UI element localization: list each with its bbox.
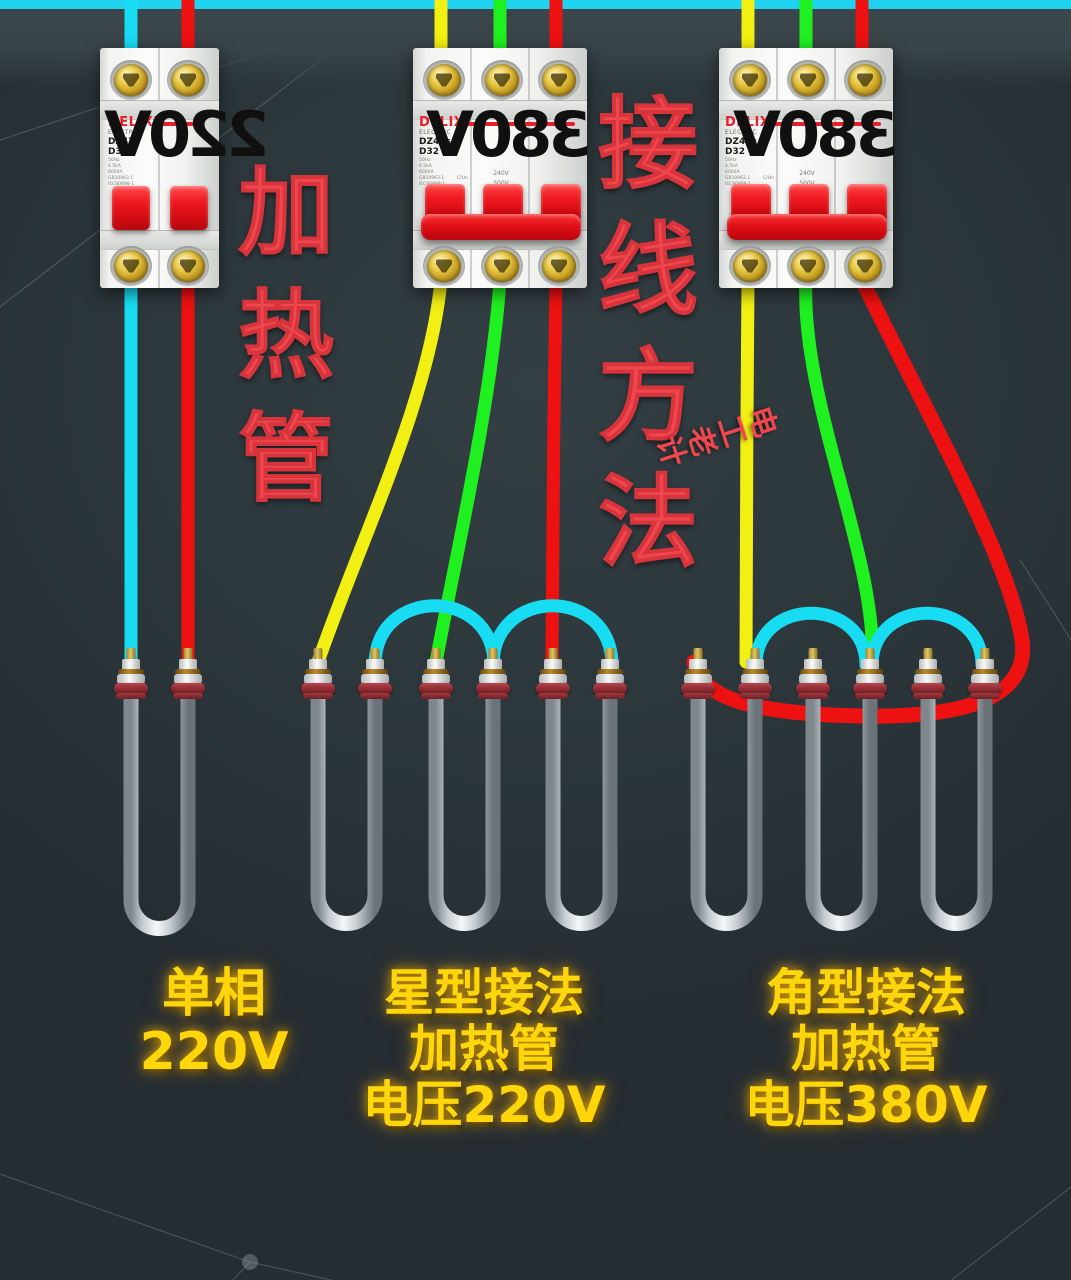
heating-element-3b (805, 690, 878, 931)
jumper-star-t4-t5 (486, 599, 619, 672)
breaker-rating: D32 (108, 147, 128, 158)
breaker-brand-sub: ELECTRIC (725, 129, 758, 136)
breaker-spec-2: 4.5kA (419, 163, 432, 169)
terminal-screw-top-2[interactable] (171, 64, 205, 96)
breaker-spec-3: 6000A (108, 169, 123, 175)
terminal-screw-bottom-3[interactable] (542, 250, 576, 282)
title-char-2: 线 (598, 212, 699, 330)
breaker-brand-sub: ELECTRIC (108, 129, 141, 136)
terminal-screw-bottom-2[interactable] (485, 250, 519, 282)
breaker-brand: DELIXI (725, 115, 776, 130)
breaker-spec-1: 50Hz (108, 157, 120, 163)
breaker-spec-5: IEC60898-1 (108, 182, 135, 188)
terminal-screw-bottom-2[interactable] (171, 250, 205, 282)
top-cyan-rail (0, 0, 1071, 9)
heating-element-3c (920, 690, 993, 931)
terminal-screw-bottom-1[interactable] (114, 250, 148, 282)
heating-element-2b (428, 690, 501, 931)
jumper-star-t2-t3 (368, 599, 501, 672)
terminal-screw-bottom-2[interactable] (791, 250, 825, 282)
caption-line: 加热管 (409, 1020, 559, 1078)
breaker-rating: D32 (725, 147, 745, 158)
breaker-mid-print-b: 500V (479, 180, 523, 188)
breaker-spec-2: 4.5kA (108, 163, 121, 169)
caption-star-connection: 星型接法 加热管 电压220V (336, 965, 632, 1133)
caption-line: 220V (139, 1022, 289, 1083)
breaker-mid-print-a: 240V (799, 170, 815, 177)
wire-l2-star-to-t3 (429, 273, 507, 669)
terminal-screw-top-2[interactable] (791, 64, 825, 96)
terminal-screw-top-1[interactable] (733, 64, 767, 96)
terminal-screw-top-2[interactable] (485, 64, 519, 96)
breaker-model: DZ47s (725, 137, 757, 148)
subject-char-1: 加 (238, 157, 335, 270)
breaker-spec-right: C/Un (763, 176, 774, 181)
breaker-spec-1: 50Hz (419, 157, 431, 163)
breaker-mid-print-b: 500V (785, 180, 829, 188)
breaker-mid-print-a: 240V (493, 170, 509, 177)
breaker-lever-pole2[interactable] (170, 186, 208, 230)
breaker-brand: DELIXI (108, 115, 159, 130)
title-vertical-heading: 接 线 方 法 (598, 82, 699, 586)
breaker-rating: D32 (419, 147, 439, 158)
heating-element-2a (310, 690, 383, 931)
title-char-4: 法 (598, 464, 699, 582)
breaker-lever-pole1[interactable] (112, 186, 150, 230)
caption-line: 星型接法 (384, 964, 584, 1022)
caption-single-phase: 单相 220V (96, 964, 332, 1083)
jumper-delta-t2-t3 (749, 606, 873, 672)
breaker-model: DZ47s (108, 137, 140, 148)
breaker-spec-4: GB10963.1 (725, 175, 751, 181)
breaker-spec-3: 6000A (725, 169, 740, 175)
subject-char-2: 热 (238, 279, 335, 392)
caption-line: 单相 (161, 964, 266, 1024)
breaker-spec-1: 50Hz (725, 157, 737, 163)
terminal-screw-bottom-1[interactable] (427, 250, 461, 282)
breaker-3p-380v-delta[interactable]: DELIXI ELECTRIC DZ47s D32 50Hz 4.5kA 600… (719, 48, 893, 288)
heating-element-1 (123, 690, 196, 936)
caption-line: 角型接法 (766, 964, 966, 1022)
jumper-delta-t4-t5 (865, 606, 989, 672)
breaker-brand: DELIXI (419, 115, 470, 130)
breaker-spec-3: 6000A (419, 169, 434, 175)
wire-l2-delta-to-t4 (799, 273, 879, 669)
breaker-model: DZ47s (419, 137, 451, 148)
breaker-tie-bar[interactable] (727, 214, 887, 240)
breaker-3p-380v-star[interactable]: DELIXI ELECTRIC DZ47s D32 50Hz 4.5kA 600… (413, 48, 587, 288)
breaker-spec-right: C/Un (457, 176, 468, 181)
heating-element-3a (690, 690, 763, 931)
wire-l1-delta-to-t2 (739, 273, 755, 669)
caption-line: 加热管 (791, 1020, 941, 1078)
terminal-screw-top-1[interactable] (427, 64, 461, 96)
heating-element-2c (545, 690, 618, 931)
subject-char-3: 管 (238, 402, 335, 515)
terminal-screw-top-3[interactable] (542, 64, 576, 96)
caption-line: 电压380V (744, 1076, 988, 1134)
breaker-tie-bar[interactable] (421, 214, 581, 240)
subject-vertical-heading: 加 热 管 (238, 152, 335, 521)
wire-l1-star-to-t1 (311, 273, 448, 669)
title-char-1: 接 (598, 86, 699, 204)
breaker-spec-4: GB10963.1 (108, 175, 134, 181)
terminal-screw-bottom-3[interactable] (848, 250, 882, 282)
title-char-3: 方 (598, 338, 699, 456)
caption-line: 电压220V (362, 1076, 606, 1134)
terminal-screw-bottom-1[interactable] (733, 250, 767, 282)
breaker-spec-2: 4.5kA (725, 163, 738, 169)
breaker-spec-4: GB10963.1 (419, 175, 445, 181)
breaker-1p-220v[interactable]: DELIXI ELECTRIC DZ47s D32 50Hz 4.5kA 600… (100, 48, 219, 288)
terminal-screw-top-3[interactable] (848, 64, 882, 96)
wire-l3-star-to-t5 (545, 273, 563, 669)
caption-delta-connection: 角型接法 加热管 电压380V (718, 965, 1014, 1133)
breaker-brand-sub: ELECTRIC (419, 129, 452, 136)
terminal-screw-top-1[interactable] (114, 64, 148, 96)
